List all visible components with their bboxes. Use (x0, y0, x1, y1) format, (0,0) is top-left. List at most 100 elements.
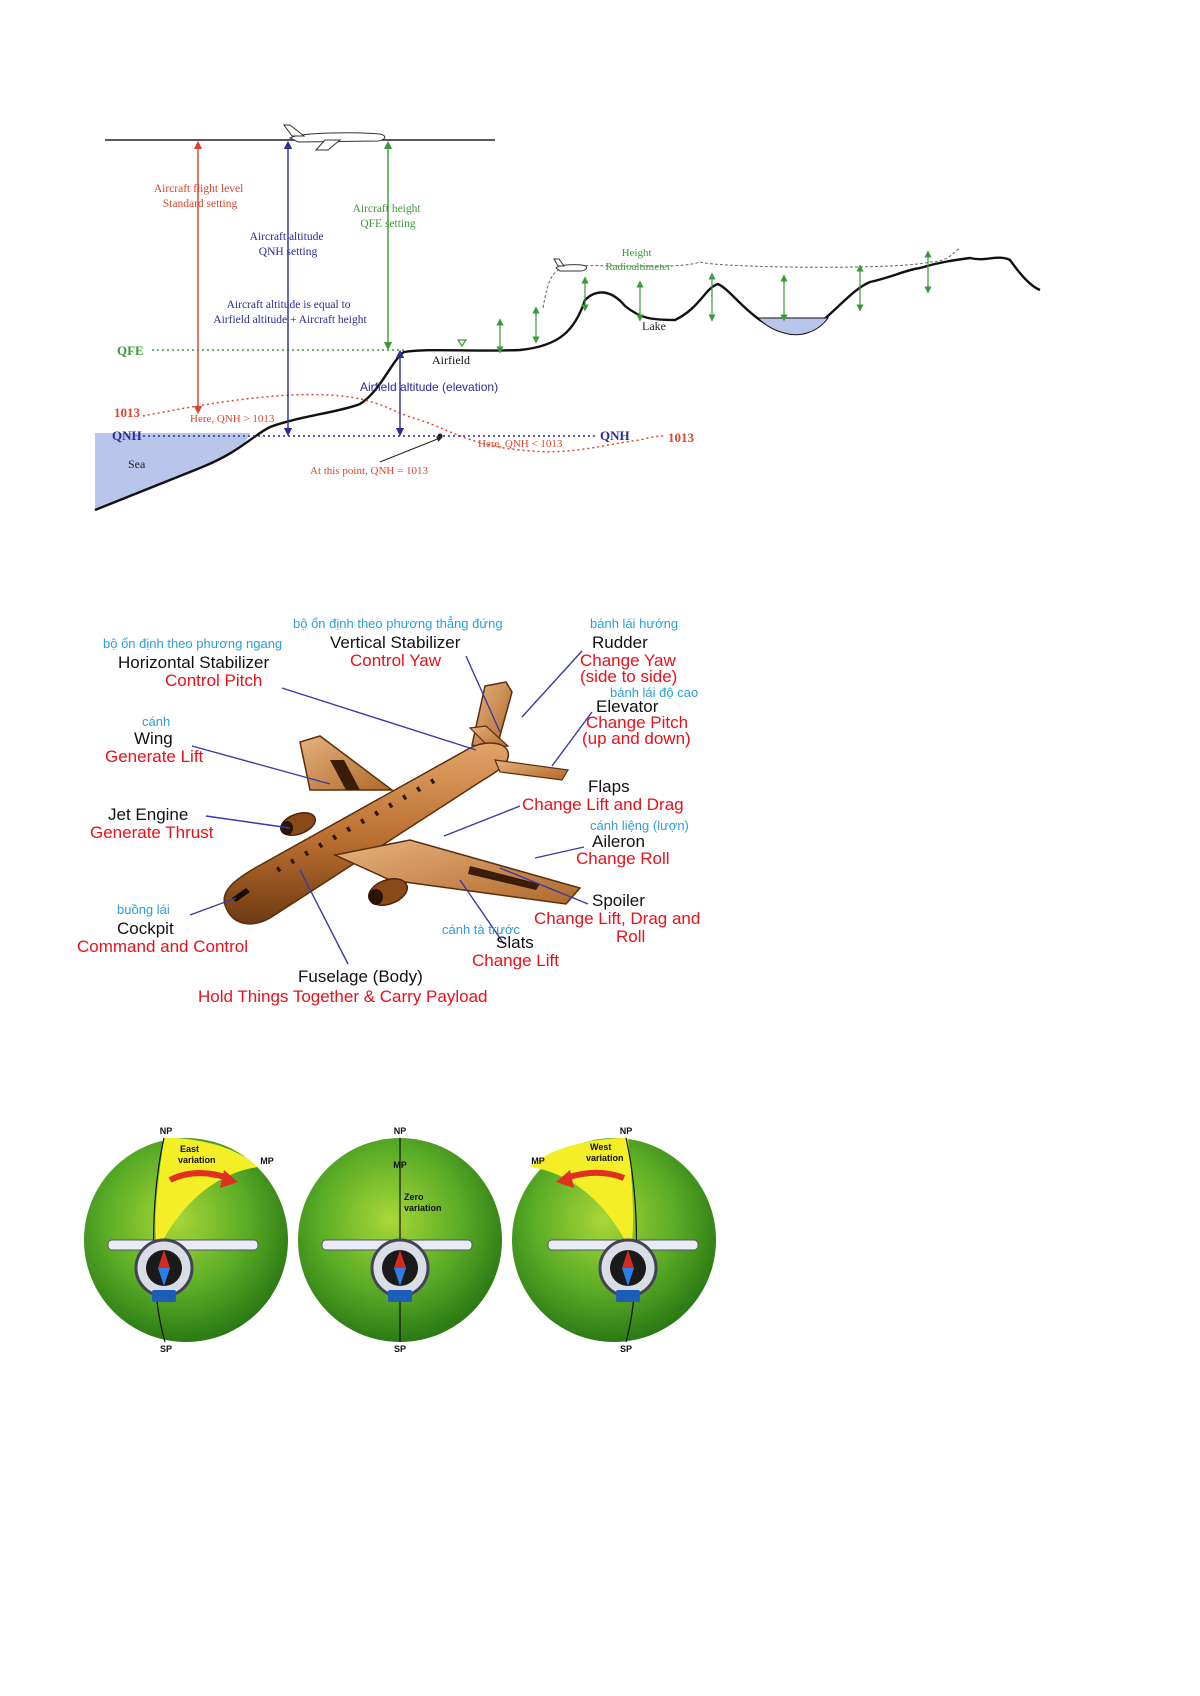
v-stab-function: Control Yaw (350, 651, 442, 670)
west-text-1: West (590, 1142, 611, 1152)
qfe-label: QFE (117, 343, 144, 358)
flight-level-label-1: Aircraft flight level (154, 183, 243, 195)
ptr-flaps (443, 805, 521, 837)
airplane-h-stab-near (494, 759, 569, 781)
rudder-function-1: Change Yaw (580, 651, 676, 670)
airfield-elevation-label: Airfield altitude (elevation) (360, 380, 498, 394)
altimetry-diagram: Aircraft flight level Standard setting A… (94, 124, 1041, 512)
radio-height-label-2: Radioaltimeter (605, 261, 671, 273)
radio-aircraft (553, 258, 587, 272)
cockpit-function: Command and Control (77, 937, 248, 956)
ptr-cockpit (189, 897, 237, 916)
zero-np: NP (394, 1126, 407, 1136)
east-variation-sector (155, 1138, 258, 1250)
sea-area (95, 433, 250, 510)
zero-text-2: variation (404, 1203, 442, 1213)
qnh-gt-label: Here, QNH > 1013 (190, 413, 275, 425)
aileron-function: Change Roll (576, 849, 670, 868)
ptr-aileron (534, 846, 585, 859)
h-stab-vi: bộ ổn định theo phương ngang (103, 636, 282, 651)
sea-label: Sea (128, 457, 146, 471)
zero-sp: SP (394, 1344, 406, 1354)
aircraft-top (283, 124, 386, 151)
svg-text:Zero variation: Zero variation (404, 1192, 442, 1213)
svg-text:Aircraft altitude is equal to: Aircraft altitude is equal to Airfield a… (213, 299, 367, 326)
globe-zero: NP MP SP Zero variation (298, 1126, 502, 1354)
ptr-slats (459, 879, 505, 945)
compass-plane-zero (321, 1238, 473, 1302)
std-1013-curve (142, 393, 666, 453)
airfield-label: Airfield (432, 353, 470, 367)
spoiler-function-2: Roll (616, 927, 645, 946)
ptr-fuselage (299, 869, 349, 965)
jet-engine-name: Jet Engine (108, 805, 188, 824)
qnh-lt-label: Here, QNH < 1013 (478, 438, 563, 450)
lake-area (756, 317, 829, 336)
rudder-name: Rudder (592, 633, 648, 652)
wing-name: Wing (134, 729, 173, 748)
v-stab-vi: bộ ổn định theo phương thẳng đứng (293, 616, 503, 631)
altitude-label-2: QNH setting (259, 246, 318, 258)
flaps-name: Flaps (588, 777, 630, 796)
elevator-vi: bánh lái độ cao (610, 685, 698, 700)
radio-height-label-1: Height (622, 247, 652, 259)
zero-text-1: Zero (404, 1192, 424, 1202)
east-text-2: variation (178, 1155, 216, 1165)
qnh-eq-pointer (379, 436, 443, 463)
elevator-function-1: Change Pitch (586, 713, 688, 732)
rudder-vi: bánh lái hướng (590, 616, 678, 631)
svg-text:Aircraft flight level St: Aircraft flight level Standard setting (154, 183, 246, 210)
wing-vi: cánh (142, 714, 170, 729)
airplane-windows (276, 778, 436, 873)
variation-diagram: NP MP SP East variation NP MP SP (84, 1126, 716, 1354)
qnh-eq-label: At this point, QNH = 1013 (310, 465, 429, 477)
airplane-diagram: bộ ổn định theo phương ngang Horizontal … (77, 616, 700, 1006)
west-text-2: variation (586, 1153, 624, 1163)
ptr-elevator (551, 711, 593, 767)
qnh-right-label: QNH (600, 428, 630, 443)
fuselage-name: Fuselage (Body) (298, 967, 423, 986)
airplane-far-wing (299, 735, 395, 791)
v-stab-name: Vertical Stabilizer (330, 633, 461, 652)
compass-plane-west (547, 1238, 699, 1302)
radio-flight-path (542, 247, 961, 309)
east-sp: SP (160, 1344, 172, 1354)
qnh-left-label: QNH (112, 428, 142, 443)
east-text-1: East (180, 1144, 199, 1154)
ptr-wing (191, 745, 331, 785)
spoiler-name: Spoiler (592, 891, 645, 910)
spoiler-function-1: Change Lift, Drag and (534, 909, 700, 928)
ptr-vertical-stabilizer (465, 655, 501, 733)
cockpit-vi: buồng lái (117, 902, 170, 917)
h-stab-name: Horizontal Stabilizer (118, 653, 270, 672)
height-label-1: Aircraft height (353, 203, 422, 215)
ptr-jet-engine (205, 815, 291, 829)
slats-vi: cánh tà trước (442, 922, 520, 937)
airplane-cockpit-window (232, 888, 250, 902)
aileron-name: Aileron (592, 832, 645, 851)
globe-west: NP MP SP West variation (512, 1126, 716, 1354)
wing-function: Generate Lift (105, 747, 204, 766)
ptr-spoiler (499, 867, 589, 905)
compass-plane-east (107, 1238, 259, 1302)
west-np: NP (620, 1126, 633, 1136)
ptr-horizontal-stabilizer (281, 687, 477, 751)
airplane-near-wing (332, 839, 582, 905)
altitude-label-1: Aircraft altitude (250, 231, 324, 243)
terrain-line (94, 256, 1041, 512)
svg-text:West variation: West variation (586, 1142, 624, 1163)
lake-label: Lake (642, 319, 666, 333)
jet-engine-function: Generate Thrust (90, 823, 214, 842)
svg-text:East variation: East variation (178, 1144, 216, 1165)
flaps-function: Change Lift and Drag (522, 795, 684, 814)
fuselage-function: Hold Things Together & Carry Payload (198, 987, 487, 1006)
ptr-rudder (521, 650, 583, 718)
elevator-function-2: (up and down) (582, 729, 691, 748)
height-label-2: QFE setting (360, 218, 416, 230)
cockpit-name: Cockpit (117, 919, 174, 938)
svg-text:Height Radioaltimeter: Height Radioaltimeter (605, 247, 671, 273)
h-stab-function: Control Pitch (165, 671, 262, 690)
qnh-eq-point (437, 433, 443, 439)
west-sp: SP (620, 1344, 632, 1354)
elevator-name: Elevator (596, 697, 659, 716)
